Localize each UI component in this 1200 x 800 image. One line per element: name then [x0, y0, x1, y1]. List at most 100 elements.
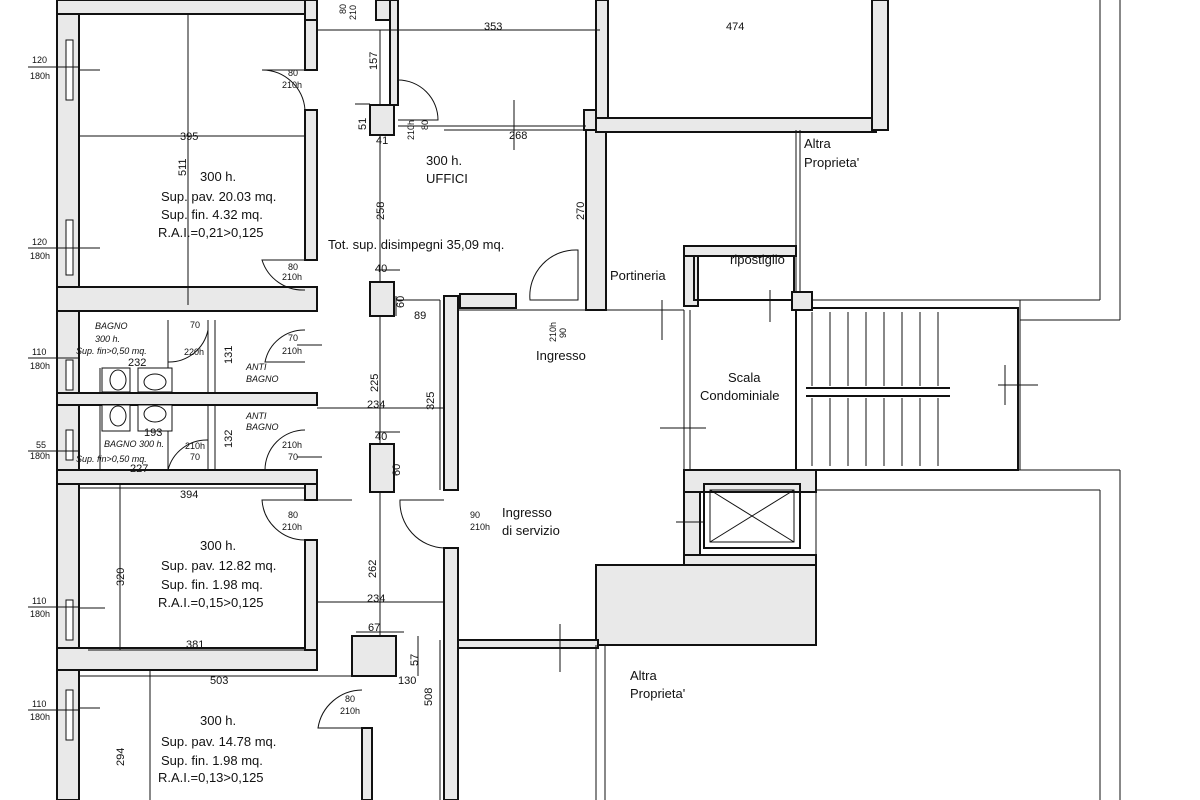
door2-width: 80: [288, 262, 298, 272]
dim-325: 325: [425, 392, 437, 410]
uffici-height: 300 h.: [426, 153, 462, 168]
wall-top-left: [56, 0, 308, 15]
corridor-total-area: Tot. sup. disimpegni 35,09 mq.: [328, 237, 504, 252]
wall-room1-bottom: [56, 286, 318, 312]
dim-131: 131: [223, 346, 235, 364]
label-ripostiglio: ripostiglio: [730, 252, 785, 267]
dim-503: 503: [210, 675, 228, 687]
wall-altra-block: [595, 564, 817, 646]
door1-height: 210h: [282, 80, 302, 90]
wall-room1-right-a: [304, 19, 318, 71]
wall-room2-bottom: [56, 647, 318, 671]
dim-270: 270: [575, 202, 587, 220]
dim-508: 508: [423, 688, 435, 706]
wall-top-room-bottom: [595, 117, 877, 133]
dim-294: 294: [115, 748, 127, 766]
door10-width: 90: [558, 328, 568, 338]
dim-89: 89: [414, 310, 426, 322]
room1-rai: R.A.I.=0,21>0,125: [158, 225, 264, 240]
room1-finish-area: Sup. fin. 4.32 mq.: [161, 207, 263, 222]
bagno1-finish: Sup. fin>0,50 mq.: [76, 346, 147, 356]
door9-height: 210h: [470, 522, 490, 532]
stair-steps: [795, 307, 1038, 471]
dim-234a: 234: [367, 399, 385, 411]
dim-60a: 60: [395, 296, 407, 308]
win2-width: 120: [32, 237, 47, 247]
wall-room2-right-b: [304, 539, 318, 651]
label-scala-1: Scala: [728, 370, 761, 385]
wall-ingresso-left-a: [443, 295, 459, 491]
win5-width: 110: [32, 596, 46, 606]
dim-67: 67: [368, 622, 380, 634]
dim-474: 474: [726, 21, 744, 33]
door5-height: 210h: [282, 440, 302, 450]
door-swings: [167, 69, 579, 729]
room3-floor-area: Sup. pav. 14.78 mq.: [161, 734, 276, 749]
dim-60b: 60: [391, 464, 403, 476]
elevator-shaft: [703, 483, 801, 549]
win3-height: 180h: [30, 361, 50, 371]
dim-232: 232: [128, 357, 146, 369]
win4-height: 180h: [30, 451, 50, 461]
label-ingresso-servizio-2: di servizio: [502, 523, 560, 538]
bagno1-name: BAGNO: [95, 321, 128, 331]
room1-height: 300 h.: [200, 169, 236, 184]
room2-height: 300 h.: [200, 538, 236, 553]
wall-room2-right-a: [304, 483, 318, 501]
room2-floor-area: Sup. pav. 12.82 mq.: [161, 558, 276, 573]
dim-51: 51: [357, 118, 369, 130]
label-ingresso: Ingresso: [536, 348, 586, 363]
door11-height: 210h: [406, 120, 416, 140]
door7-width: 80: [288, 510, 298, 520]
pillar-low: [369, 443, 395, 493]
antibagno-1: ANTI: [245, 362, 267, 372]
antibagno-1b: BAGNO: [246, 374, 279, 384]
door6-width: 70: [190, 452, 200, 462]
room3-height: 300 h.: [200, 713, 236, 728]
dim-193: 193: [144, 427, 162, 439]
dim-395: 395: [180, 131, 198, 143]
wall-lift-left: [683, 491, 701, 563]
room3-rai: R.A.I.=0,13>0,125: [158, 770, 264, 785]
wall-ingresso-left-b: [443, 547, 459, 800]
label-portineria: Portineria: [610, 268, 666, 283]
label-altra-top-1: Altra: [804, 136, 832, 151]
door12-height: 210: [348, 5, 358, 20]
dim-227: 227: [130, 463, 148, 475]
dim-157: 157: [368, 52, 380, 70]
dim-132: 132: [223, 430, 235, 448]
dim-234b: 234: [367, 593, 385, 605]
dim-381: 381: [186, 639, 204, 651]
dimension-lines: [356, 29, 596, 800]
label-ingresso-servizio-1: Ingresso: [502, 505, 552, 520]
pillar-top: [369, 104, 395, 136]
wall-top-room-left: [595, 0, 609, 126]
room2-finish-area: Sup. fin. 1.98 mq.: [161, 577, 263, 592]
door5-width: 70: [288, 452, 298, 462]
win5-height: 180h: [30, 609, 50, 619]
wall-top-room-right: [871, 0, 889, 131]
window-leader-lines: [28, 66, 80, 711]
wall-uffici-right: [585, 129, 607, 311]
dim-511: 511: [177, 158, 189, 176]
door3-height: 210h: [282, 346, 302, 356]
antibagno-2b: BAGNO: [246, 422, 279, 432]
door8-width: 80: [345, 694, 355, 704]
door10-height: 210h: [548, 322, 558, 342]
dim-268: 268: [509, 130, 527, 142]
win1-height: 180h: [30, 71, 50, 81]
door8-height: 210h: [340, 706, 360, 716]
dim-40a: 40: [375, 263, 387, 275]
bagno2-name: BAGNO 300 h.: [104, 439, 164, 449]
win4-width: 55: [36, 440, 46, 450]
wall-ingresso-top: [459, 293, 517, 309]
door1-width: 80: [288, 68, 298, 78]
ceiling-markers: [80, 69, 771, 709]
dim-57: 57: [409, 654, 421, 666]
room3-finish-area: Sup. fin. 1.98 mq.: [161, 753, 263, 768]
uffici-name: UFFICI: [426, 171, 468, 186]
wall-ingresso-bottom: [457, 639, 599, 649]
dim-320: 320: [115, 568, 127, 586]
ripostiglio-box: [693, 255, 795, 301]
